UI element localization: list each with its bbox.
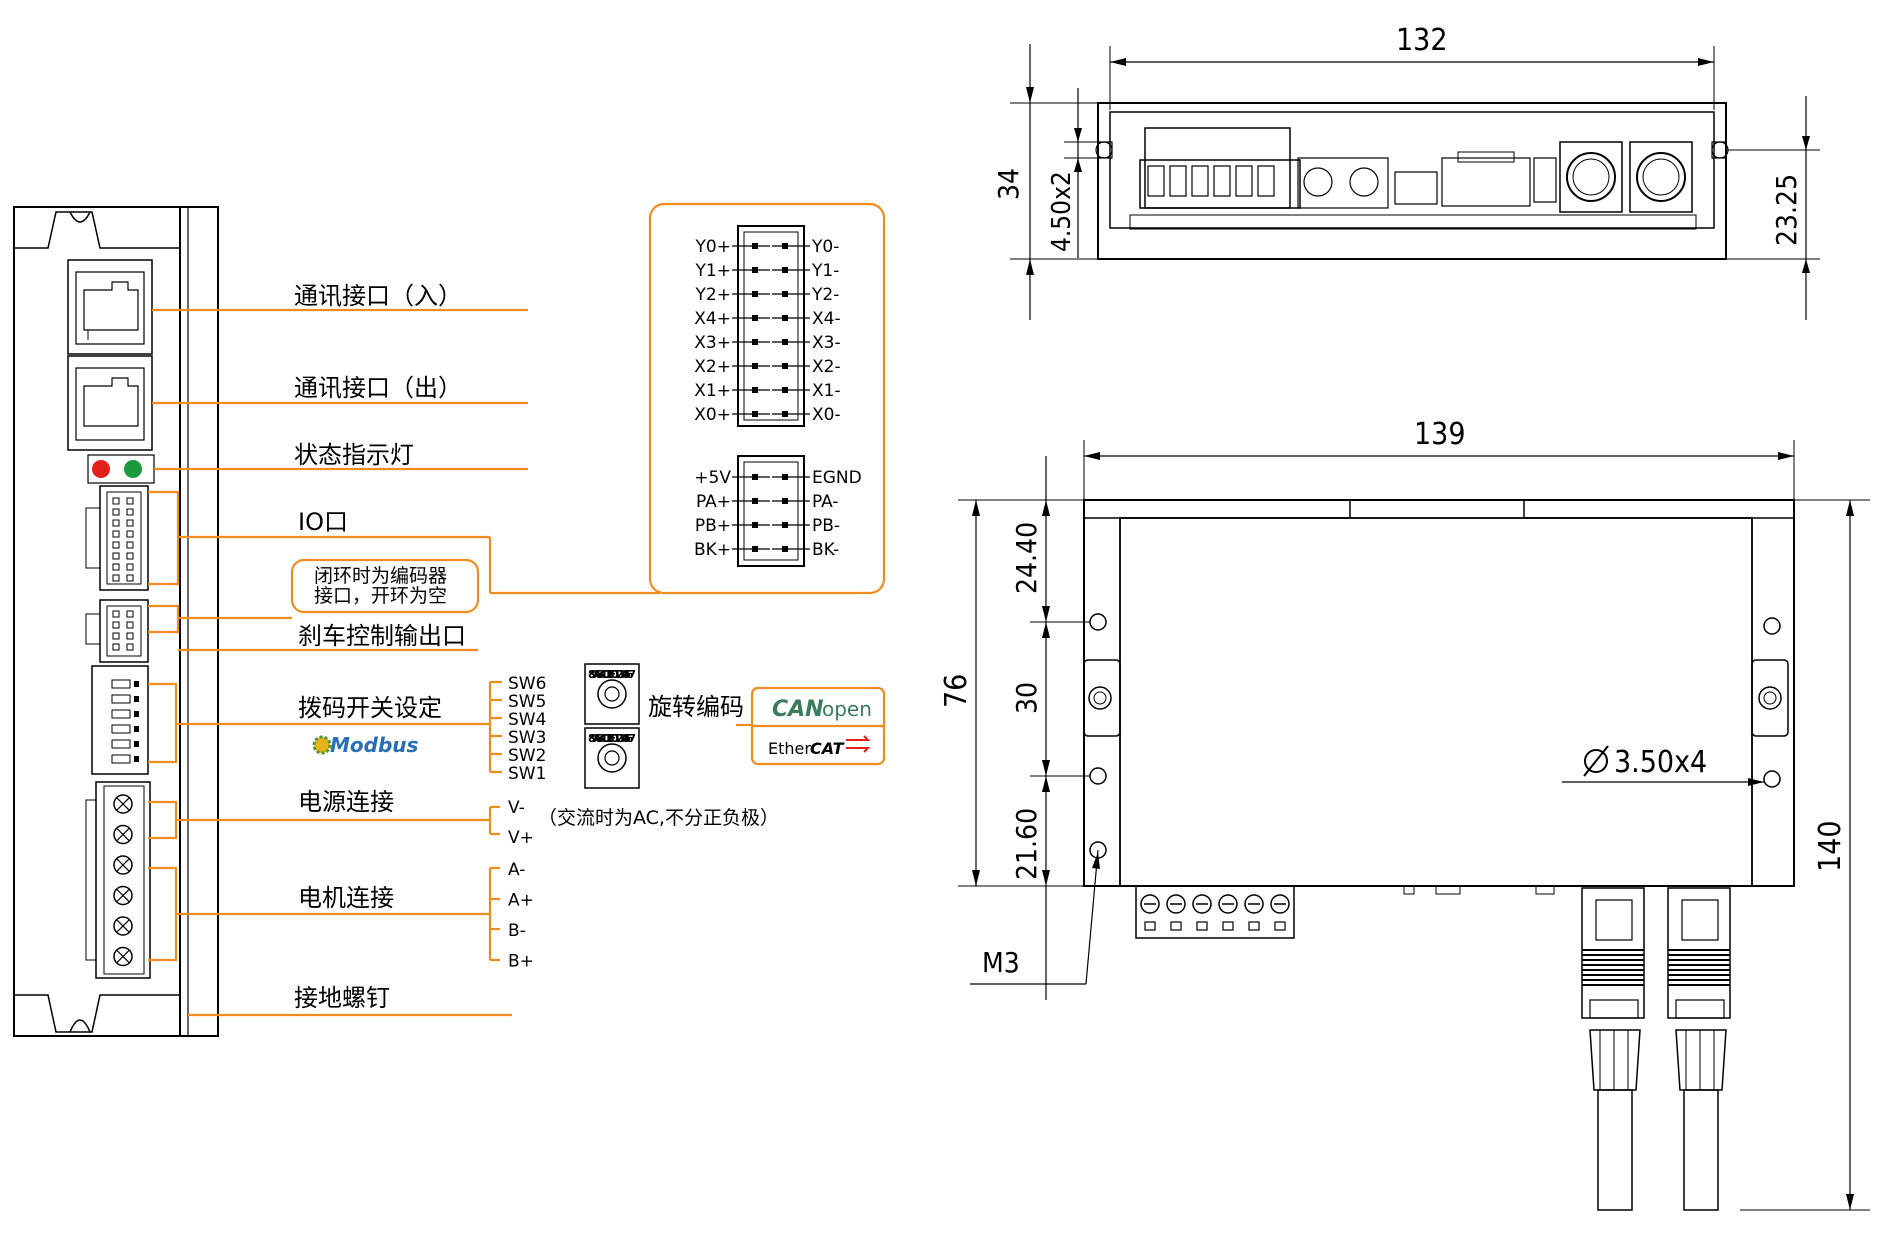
label-comm-in: 通讯接口（入） [294, 282, 462, 310]
pin-label-right: BK- [812, 540, 839, 560]
pin-label-right: X3- [812, 333, 841, 353]
top-view-drawing [1095, 102, 1729, 260]
terminal-block [85, 781, 151, 979]
label-encoder-note-1: 闭环时为编码器 [314, 565, 447, 587]
cable-left [1581, 887, 1645, 1211]
diameter-icon [1583, 745, 1609, 777]
motor-pin-label: A+ [508, 891, 534, 911]
dim-top-inner: 23.25 [1770, 174, 1803, 246]
dim-top-width: 132 [1396, 23, 1448, 58]
pin-label-right: PA- [812, 492, 839, 512]
pin-label-left: X2+ [694, 357, 731, 377]
encoder-pinout-connector [737, 455, 805, 567]
power-pin-labels: V- V+ [508, 798, 534, 848]
dip-switch-label: SW1 [508, 764, 546, 784]
label-dip-switch: 拨码开关设定 [298, 694, 442, 722]
label-power-conn: 电源连接 [298, 788, 394, 816]
motor-pin-label: B+ [508, 952, 534, 972]
power-pin-label: V+ [508, 828, 534, 848]
pin-label-left: Y2+ [695, 285, 731, 305]
dim-top-slot: 4.50x2 [1047, 171, 1077, 252]
label-status-led: 状态指示灯 [294, 441, 414, 469]
dim-front-width: 139 [1414, 417, 1466, 452]
pin-label-left: X1+ [694, 381, 731, 401]
dim-top-height: 34 [992, 168, 1025, 200]
dim-total-height: 140 [1813, 820, 1848, 872]
svg-text:CAN: CAN [772, 697, 824, 722]
pin-label-left: Y1+ [695, 261, 731, 281]
top-view-dimensions: 132 34 4.50x2 23.25 [992, 23, 1820, 320]
callout-labels: 通讯接口（入） 通讯接口（出） 状态指示灯 IO口 闭环时为编码器 接口，开环为… [294, 282, 779, 1012]
pin-label-right: X4- [812, 309, 841, 329]
io-pinout-connector [737, 225, 805, 427]
dip-switch-label: SW6 [508, 674, 546, 694]
pin-label-right: PB- [812, 516, 840, 536]
motor-pin-labels: A- A+ B- B+ [508, 860, 534, 972]
rj45-out-port [67, 355, 153, 451]
pin-label-right: Y0- [811, 237, 839, 257]
dim-screw: M3 [982, 946, 1020, 979]
rotary-switch-top: 89ABCDEF01234567 [584, 663, 640, 725]
pin-label-right: Y2- [811, 285, 839, 305]
canopen-logo: CAN open [772, 697, 872, 722]
label-ground-screw: 接地螺钉 [294, 984, 390, 1012]
pin-label-left: +5V [694, 468, 731, 488]
callout-lines [148, 202, 886, 1017]
pin-label-right: EGND [812, 468, 862, 488]
brake-connector [85, 599, 149, 663]
motor-pin-label: A- [508, 860, 525, 880]
motor-pin-label: B- [508, 921, 526, 941]
led-green-icon [124, 460, 142, 478]
pin-label-left: X0+ [694, 405, 731, 425]
modbus-logo: Modbus [330, 733, 419, 757]
label-comm-out: 通讯接口（出） [294, 374, 462, 402]
pin-label-right: X1- [812, 381, 841, 401]
label-brake-output: 刹车控制输出口 [298, 622, 466, 650]
front-view-dimensions: 139 76 24.40 30 21.60 140 3.50x4 M3 [939, 417, 1870, 1211]
svg-text:Ether: Ether [768, 739, 811, 758]
pinout-labels: Y0+ Y0- Y1+ Y1- Y2+ Y2- X4+ X4- X3+ X3- X2+ X2- X1+ X… [694, 237, 862, 560]
driver-panel [13, 206, 219, 1037]
dim-hole-dia: 3.50x4 [1614, 745, 1707, 780]
label-encoder-note-2: 接口，开环为空 [314, 585, 447, 607]
dip-switch-label: SW4 [508, 710, 546, 730]
svg-text:89ABCDEF01234567: 89ABCDEF01234567 [588, 668, 636, 681]
dip-switch-label: SW2 [508, 746, 546, 766]
led-red-icon [92, 460, 110, 478]
svg-text:89ABCDEF01234567: 89ABCDEF01234567 [588, 732, 636, 745]
label-rotary-encoder: 旋转编码 [648, 693, 744, 721]
dim-hole-top: 24.40 [1010, 522, 1043, 594]
svg-text:open: open [822, 697, 872, 721]
pin-label-left: X3+ [694, 333, 731, 353]
dip-switch-label: SW5 [508, 692, 546, 712]
pin-label-right: X0- [812, 405, 841, 425]
modbus-gear-icon [312, 735, 332, 755]
pin-label-left: BK+ [694, 540, 731, 560]
power-pin-label: V- [508, 798, 525, 818]
pin-label-left: X4+ [694, 309, 731, 329]
io-connector [85, 485, 149, 591]
label-io-port: IO口 [298, 508, 348, 536]
ethercat-logo: Ether CAT [768, 735, 871, 758]
pin-label-left: PA+ [696, 492, 731, 512]
rotary-switch-bottom: 89ABCDEF01234567 [584, 727, 640, 789]
dip-switch-block [91, 665, 149, 775]
svg-text:CAT: CAT [810, 739, 845, 758]
label-motor-conn: 电机连接 [298, 884, 394, 912]
dim-front-height: 76 [939, 674, 974, 708]
dim-hole-bottom: 21.60 [1010, 808, 1043, 880]
cable-right [1667, 887, 1731, 1211]
pin-label-right: X2- [812, 357, 841, 377]
pin-label-right: Y1- [811, 261, 839, 281]
dip-switch-label: SW3 [508, 728, 546, 748]
pin-label-left: Y0+ [695, 237, 731, 257]
front-view-drawing [1083, 499, 1795, 1211]
pin-label-left: PB+ [695, 516, 731, 536]
label-power-note: （交流时为AC,不分正负极） [538, 807, 779, 829]
rj45-in-port [67, 259, 153, 355]
dim-hole-mid: 30 [1010, 682, 1043, 714]
